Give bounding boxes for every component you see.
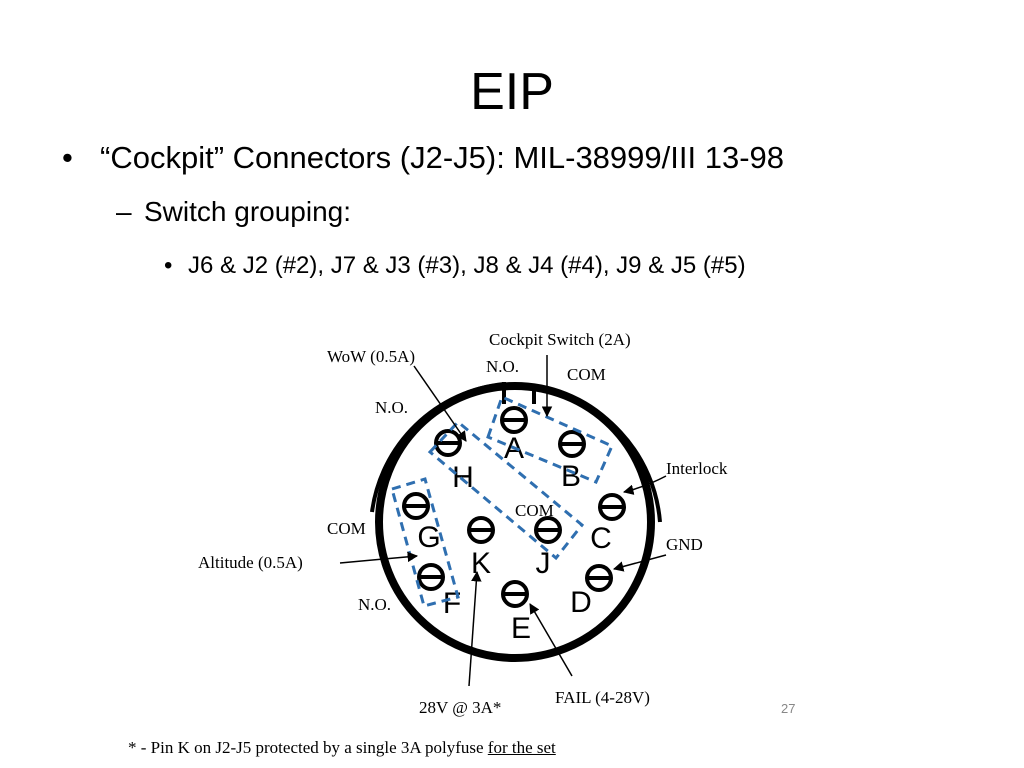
bullet-text: J6 & J2 (#2), J7 & J3 (#3), J8 & J4 (#4)… (188, 252, 746, 279)
pin-g-contact (402, 492, 430, 520)
connector-shell (375, 382, 655, 662)
pin-contacts (402, 406, 626, 608)
callout-labels: Cockpit Switch (2A) WoW (0.5A) N.O. COM … (198, 330, 728, 717)
label-com-center: COM (515, 501, 554, 520)
page-number: 27 (781, 701, 795, 716)
pin-letters: A B C D E F G H J K (417, 432, 612, 645)
bullet-text: Switch grouping: (144, 196, 352, 227)
bullet-level-2: –Switch grouping: (116, 196, 351, 228)
keyway-arc-right (533, 384, 662, 523)
label-no-left: N.O. (375, 398, 408, 417)
pin-f-contact (417, 563, 445, 591)
callout-arrows (339, 355, 667, 687)
pin-b-contact (558, 430, 586, 458)
label-28v: 28V @ 3A* (419, 698, 501, 717)
label-cockpit-switch: Cockpit Switch (2A) (489, 330, 631, 349)
label-no-bottom: N.O. (358, 595, 391, 614)
arrow-fail (529, 603, 573, 677)
bullet-marker: – (116, 196, 132, 227)
pin-e-contact (501, 580, 529, 608)
label-gnd: GND (666, 535, 703, 554)
pin-label-e: E (511, 612, 531, 645)
grouping-g-f (390, 477, 460, 608)
pin-label-g: G (417, 521, 440, 554)
footnote-underlined: for the set (487, 738, 556, 757)
label-wow: WoW (0.5A) (327, 347, 415, 366)
pin-label-k: K (471, 547, 491, 580)
arrow-gnd (612, 554, 667, 572)
footnote: * - Pin K on J2-J5 protected by a single… (128, 738, 556, 758)
footnote-text: * - Pin K on J2-J5 protected by a single… (128, 738, 488, 757)
pin-c-contact (598, 493, 626, 521)
keyway-arc-left (370, 382, 505, 513)
bullet-level-1: • “Cockpit” Connectors (J2-J5): MIL-38999… (62, 140, 784, 176)
label-altitude: Altitude (0.5A) (198, 553, 303, 572)
arrow-28v (468, 570, 482, 687)
bullet-level-3: • J6 & J2 (#2), J7 & J3 (#3), J8 & J4 (#4… (164, 252, 746, 280)
pin-label-c: C (590, 522, 612, 555)
pin-a-contact (500, 406, 528, 434)
arrow-altitude (339, 551, 419, 564)
grouping-h-j (427, 419, 585, 561)
pin-label-b: B (561, 460, 581, 493)
arrow-interlock (622, 475, 667, 495)
label-com-top: COM (567, 365, 606, 384)
label-fail: FAIL (4-28V) (555, 688, 650, 707)
pin-j-contact (534, 516, 562, 544)
bullet-marker: • (164, 252, 173, 279)
label-com-left: COM (327, 519, 366, 538)
bullet-text: “Cockpit” Connectors (J2-J5): MIL-38999/… (100, 140, 784, 175)
pin-k-contact (467, 516, 495, 544)
pin-label-j: J (536, 547, 551, 580)
pin-label-d: D (570, 586, 592, 619)
switch-groupings (390, 394, 614, 608)
label-interlock: Interlock (666, 459, 728, 478)
pin-d-contact (585, 564, 613, 592)
label-no-top: N.O. (486, 357, 519, 376)
arrow-wow (413, 365, 467, 442)
pin-label-h: H (452, 461, 474, 494)
pin-h-contact (434, 429, 462, 457)
slide-title: EIP (470, 63, 554, 121)
grouping-a-b (486, 394, 614, 484)
bullet-marker: • (62, 140, 73, 175)
pin-label-f: F (443, 587, 461, 620)
